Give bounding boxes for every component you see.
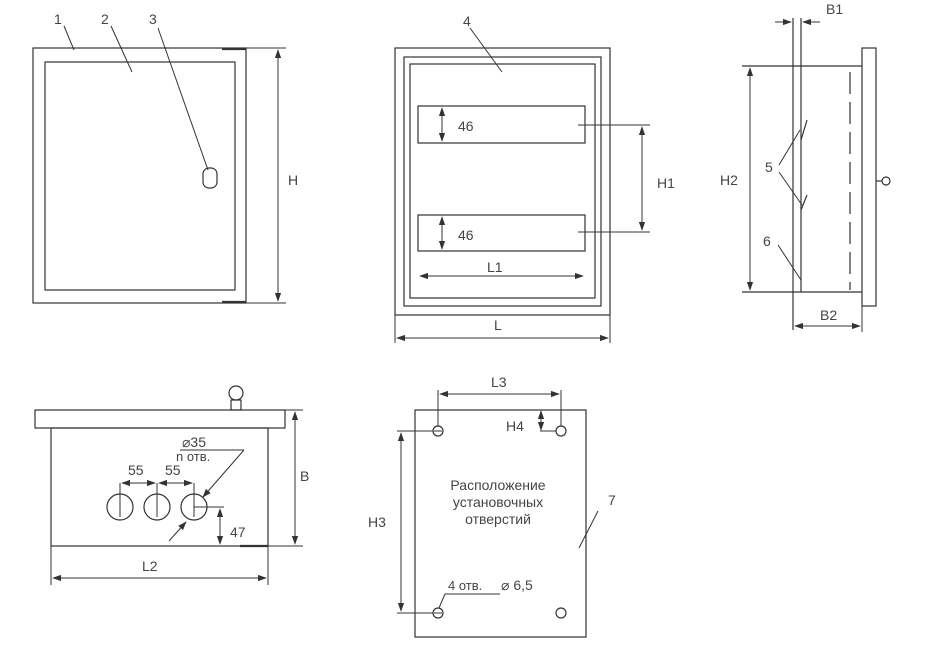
label-L: L [494, 317, 502, 333]
label-mount-hole-diameter: ⌀ 6,5 [501, 577, 533, 593]
caption-line-1: Расположение [450, 477, 545, 493]
key-icon [881, 176, 891, 186]
door-panel [44, 61, 236, 291]
front-view-open: 46 46 H1 L1 L 4 [394, 13, 675, 343]
label-diameter-35: ⌀35 [182, 434, 206, 450]
label-B1: B1 [826, 1, 843, 17]
label-H4: H4 [506, 418, 524, 434]
label-55-a: 55 [128, 462, 144, 478]
lock-icon [202, 167, 218, 189]
mounting-view: L3 H4 H3 Расположение установочных отвер… [368, 374, 616, 638]
callout-4: 4 [463, 13, 471, 29]
label-L1: L1 [487, 259, 503, 275]
label-hole-count: n отв. [176, 449, 210, 464]
key-icon [228, 385, 244, 401]
callout-5: 5 [765, 159, 773, 175]
side-view: B1 H2 5 6 B2 [720, 1, 891, 332]
label-L2: L2 [142, 558, 158, 574]
cabinet-outline [32, 47, 247, 304]
callout-3: 3 [149, 11, 157, 27]
din-rail-bottom [417, 214, 586, 252]
caption-line-3: отверстий [465, 511, 531, 527]
callout-2: 2 [101, 11, 109, 27]
label-mount-hole-count: 4 отв. [448, 578, 482, 593]
label-H1: H1 [657, 175, 675, 191]
door-side [861, 47, 877, 307]
label-55-b: 55 [165, 462, 181, 478]
label-H: H [288, 172, 298, 188]
label-H2: H2 [720, 172, 738, 188]
caption-line-2: установочных [453, 494, 543, 510]
bottom-view: B L2 55 55 47 ⌀35 n отв. [34, 385, 309, 585]
label-L3: L3 [491, 374, 507, 390]
callout-6: 6 [763, 233, 771, 249]
label-47: 47 [230, 524, 246, 540]
label-46-bottom: 46 [458, 227, 474, 243]
label-H3: H3 [368, 514, 386, 530]
label-B2: B2 [820, 307, 837, 323]
label-46-top: 46 [458, 118, 474, 134]
din-rail-top [417, 105, 586, 144]
label-B: B [300, 468, 309, 484]
front-view-closed: 1 2 3 H [32, 11, 298, 304]
callout-7: 7 [608, 492, 616, 508]
callout-1: 1 [54, 11, 62, 27]
